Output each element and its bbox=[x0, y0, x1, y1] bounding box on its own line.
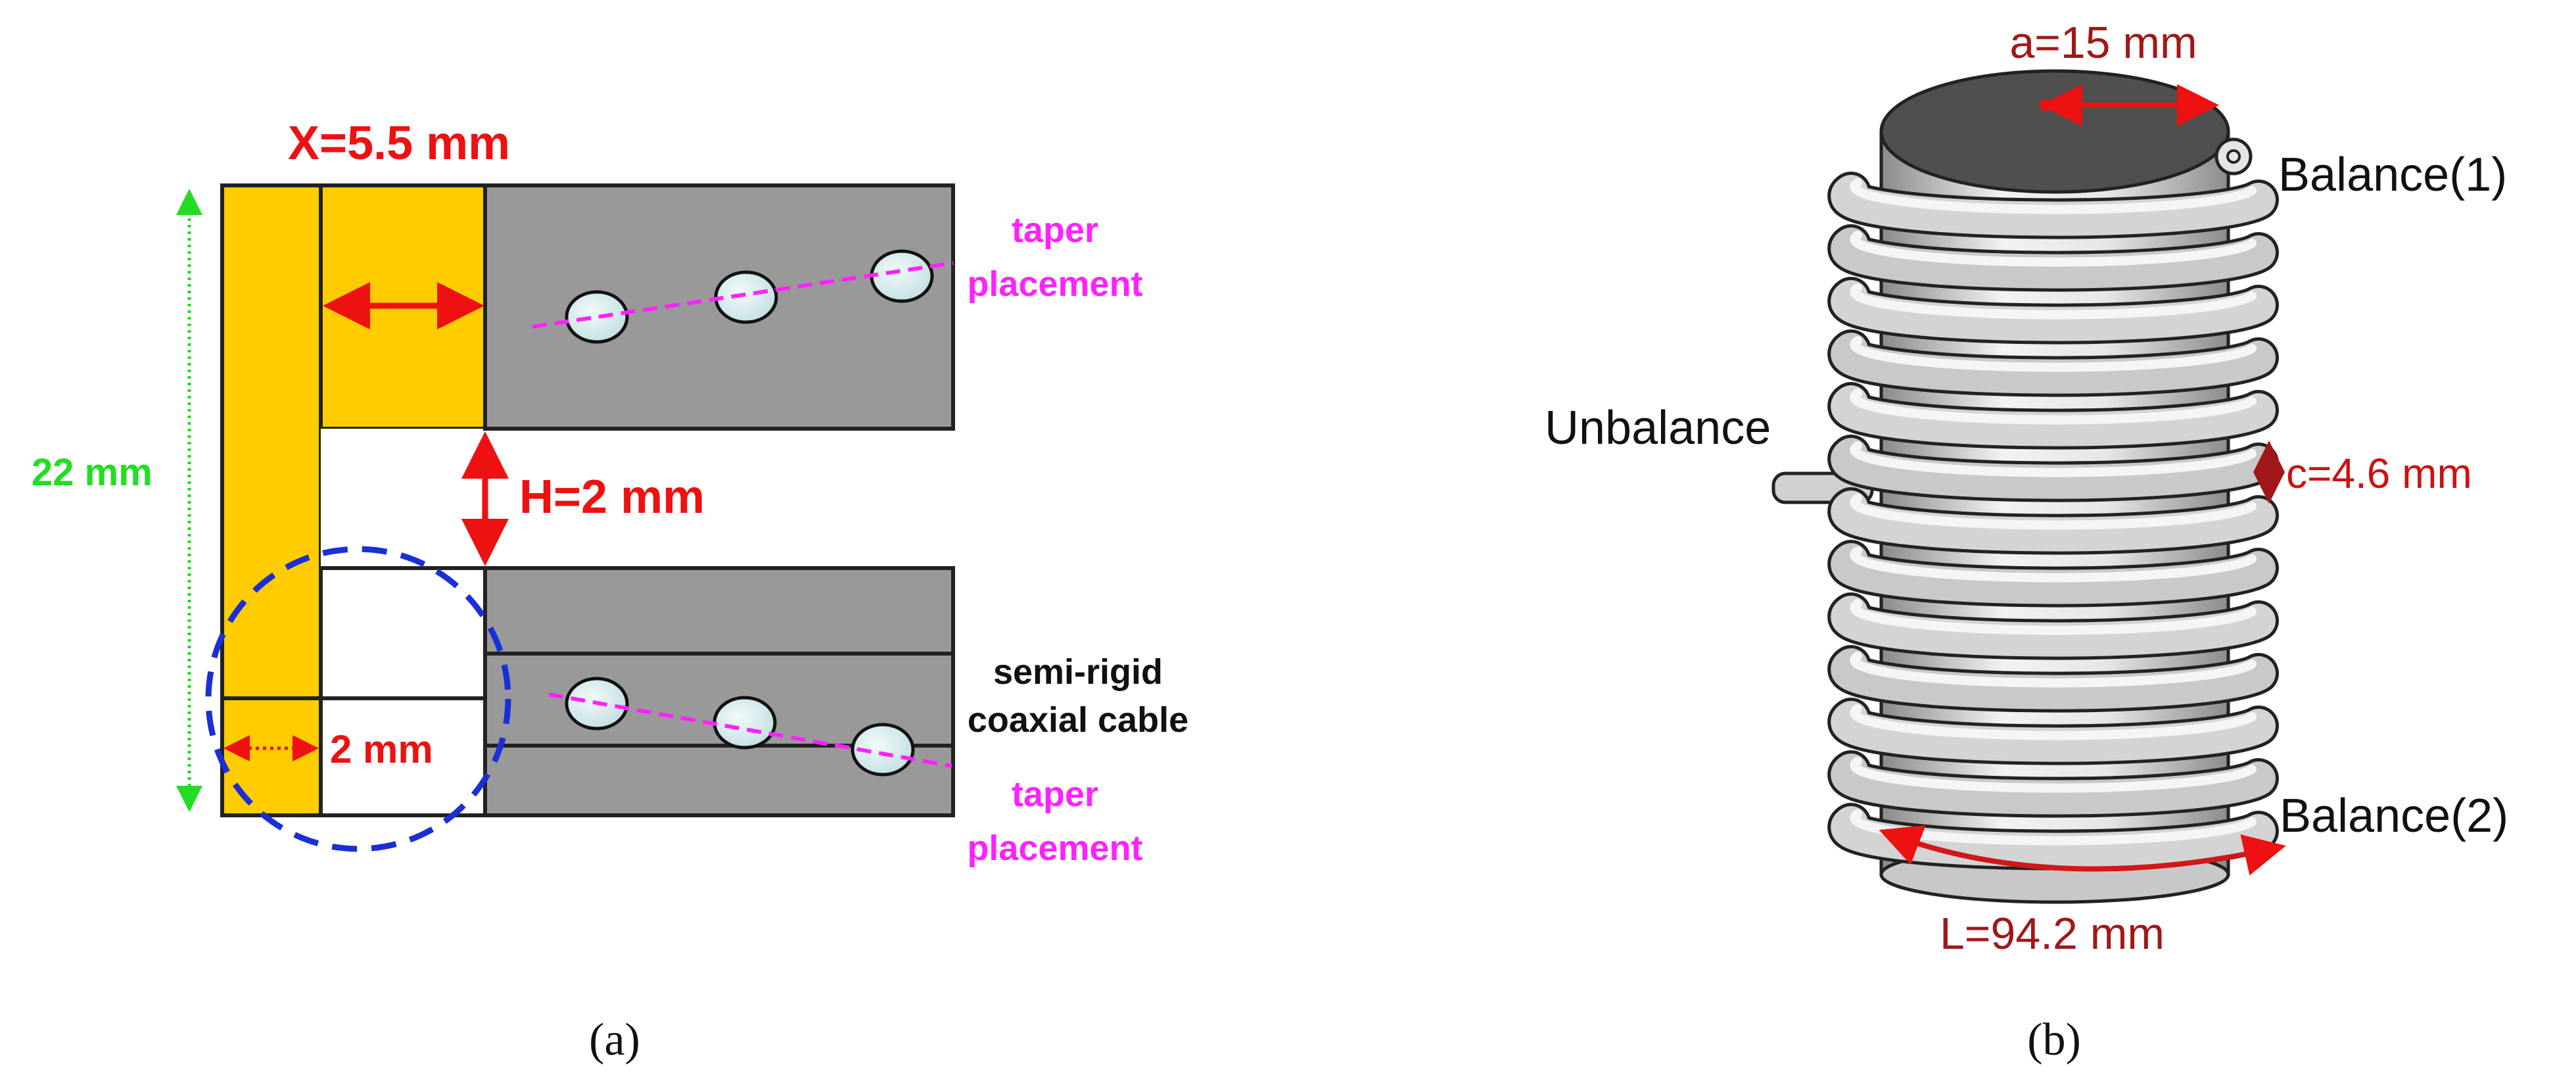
coil-turn-highlight bbox=[1850, 546, 2257, 583]
gap-dimension-label: 2 mm bbox=[330, 727, 433, 771]
taper-label-bottom-line2: placement bbox=[967, 828, 1142, 868]
coil-turn bbox=[1831, 648, 2276, 709]
cable-label-line1: semi-rigid bbox=[993, 652, 1163, 692]
pitch-label: c=4.6 mm bbox=[2286, 450, 2472, 497]
taper-hole bbox=[714, 270, 778, 324]
gap-region bbox=[321, 429, 485, 568]
length-label: L=94.2 mm bbox=[1940, 909, 2165, 959]
lower-plate-1 bbox=[483, 566, 955, 656]
cable-label-line2: coaxial cable bbox=[968, 700, 1188, 740]
lower-white-box bbox=[319, 566, 487, 817]
coil-turn-highlight bbox=[1850, 652, 2257, 688]
taper-label-top-line1: taper bbox=[1012, 210, 1098, 250]
height-dimension-label: 22 mm bbox=[32, 451, 152, 494]
coil-turn bbox=[1831, 438, 2276, 499]
balance1-terminal-core bbox=[2226, 149, 2241, 164]
balance1-terminal bbox=[2214, 137, 2253, 176]
balance1-label: Balance(1) bbox=[2278, 149, 2507, 201]
coil-turn bbox=[1831, 333, 2276, 394]
unbalance-label: Unbalance bbox=[1545, 402, 1771, 454]
panel-b: a=15 mm Balance(1) Unbalance c=4.6 mm Ba… bbox=[1545, 18, 2508, 1065]
helical-coil bbox=[1827, 172, 2279, 871]
taper-hole bbox=[870, 249, 934, 303]
taper-hole bbox=[713, 696, 777, 750]
radius-center-dot bbox=[2040, 99, 2051, 111]
taper-hole bbox=[565, 290, 629, 344]
taper-label-bottom-line1: taper bbox=[1012, 775, 1098, 814]
coil-turn-highlight bbox=[1850, 441, 2257, 477]
balance2-label: Balance(2) bbox=[2280, 790, 2508, 842]
coil-turn bbox=[1831, 754, 2276, 815]
coil-turn-highlight bbox=[1850, 704, 2257, 740]
core-top bbox=[1879, 69, 2230, 194]
coil-turn-highlight bbox=[1850, 283, 2257, 320]
coil-turn-highlight bbox=[1850, 336, 2257, 372]
coil-turn-highlight bbox=[1850, 757, 2257, 793]
coil-turn-highlight bbox=[1850, 231, 2257, 267]
detail-circle bbox=[205, 546, 511, 852]
taper-line-top bbox=[532, 261, 954, 329]
panel-b-caption: (b) bbox=[2027, 1015, 2081, 1065]
coil-turn bbox=[1831, 596, 2276, 657]
coil-turn bbox=[1831, 228, 2276, 289]
panel-a-caption: (a) bbox=[589, 1015, 640, 1065]
length-arc-arrow bbox=[1879, 825, 2286, 876]
coil-turn bbox=[1831, 491, 2276, 552]
taper-hole bbox=[851, 723, 915, 777]
coil-turn-highlight bbox=[1850, 494, 2257, 530]
gold-bottom-pad bbox=[220, 696, 323, 817]
coil-turn bbox=[1831, 385, 2276, 446]
coil-turn bbox=[1831, 701, 2276, 762]
x-dimension-label: X=5.5 mm bbox=[288, 117, 510, 170]
taper-line-bottom bbox=[548, 692, 952, 768]
panel-a: X=5.5 mm H=2 mm 22 mm 2 mm taper placeme… bbox=[32, 117, 1188, 1065]
coil-turn-highlight bbox=[1850, 599, 2257, 635]
coil-turn bbox=[1831, 280, 2276, 341]
radius-label: a=15 mm bbox=[2009, 18, 2197, 68]
h-dimension-label: H=2 mm bbox=[519, 471, 705, 523]
coil-turn bbox=[1831, 175, 2276, 236]
coil-turn bbox=[1831, 543, 2276, 604]
coil-turn-highlight bbox=[1850, 178, 2257, 214]
coil-turn-highlight bbox=[1850, 389, 2257, 425]
taper-label-top-line2: placement bbox=[967, 264, 1142, 304]
